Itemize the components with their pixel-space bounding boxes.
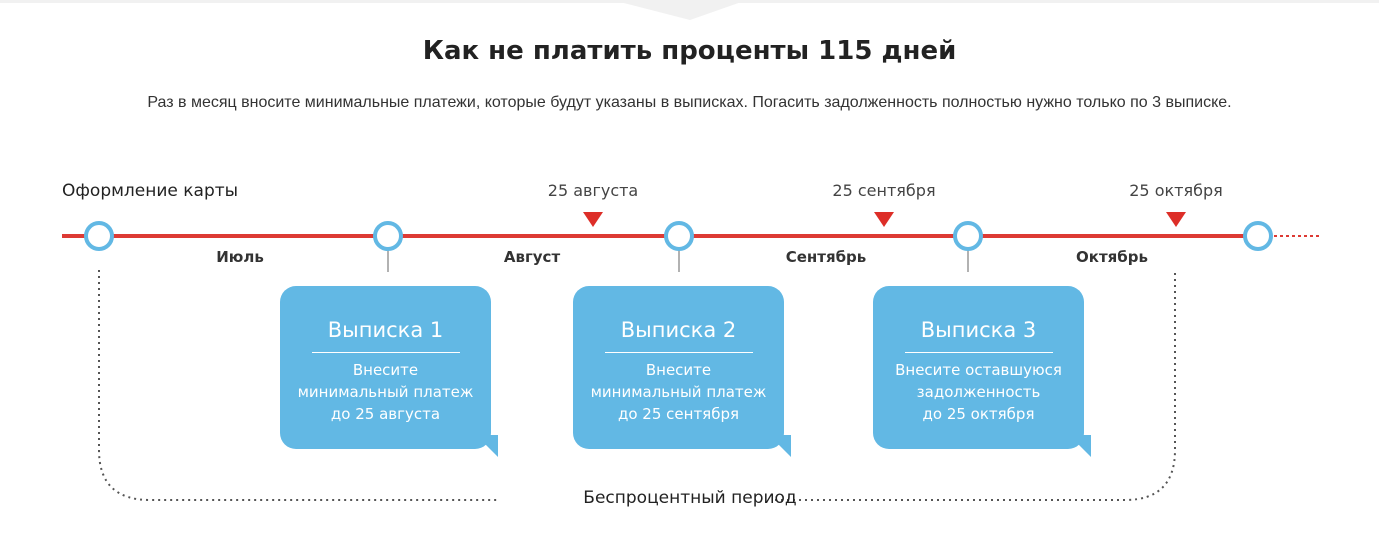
top-notch-shape [612, 0, 747, 20]
statement-bubble: Выписка 1 Внесите минимальный платеж до … [280, 286, 498, 457]
month-label: Октябрь [1076, 248, 1148, 266]
statement-bubble: Выписка 2 Внесите минимальный платеж до … [573, 286, 791, 457]
statement-divider [311, 352, 460, 353]
month-label: Июль [216, 248, 264, 266]
free-period-label: Беспроцентный период [583, 488, 797, 508]
free-period-bracket-left [98, 270, 500, 501]
statement-divider [904, 352, 1053, 353]
statement-line: Внесите оставшуюся [895, 361, 1062, 379]
statement-line: задолженность [916, 383, 1041, 401]
free-period-bracket-right [775, 270, 1176, 501]
due-date-marker [583, 212, 603, 227]
statement-divider [604, 352, 753, 353]
due-date-marker [1166, 212, 1186, 227]
due-date-label: 25 сентября [832, 181, 936, 200]
month-label: Сентябрь [785, 248, 867, 266]
timeline-node [953, 221, 983, 251]
statement-line: Внесите [352, 361, 419, 379]
due-date-label: 25 августа [547, 181, 639, 200]
statement-title: Выписка 2 [620, 318, 737, 342]
bubble-tail [1069, 435, 1091, 457]
statement-line: до 25 октября [922, 405, 1035, 423]
statement-line: до 25 августа [330, 405, 441, 423]
month-label: Август [503, 248, 561, 266]
timeline-node [373, 221, 403, 251]
due-date-marker [874, 212, 894, 227]
timeline-node [84, 221, 114, 251]
page-title: Как не платить проценты 115 дней [422, 36, 957, 66]
timeline-node [1243, 221, 1273, 251]
statement-bubble: Выписка 3 Внесите оставшуюся задолженнос… [873, 286, 1091, 457]
statement-line: минимальный платеж [297, 383, 474, 401]
page-subtitle: Раз в месяц вносите минимальные платежи,… [147, 94, 1232, 111]
timeline-node [664, 221, 694, 251]
bubble-tail [769, 435, 791, 457]
bubble-tail [476, 435, 498, 457]
statement-line: минимальный платеж [590, 383, 767, 401]
due-date-label: 25 октября [1129, 181, 1223, 200]
statement-line: Внесите [645, 361, 712, 379]
statement-title: Выписка 1 [327, 318, 444, 342]
statement-title: Выписка 3 [920, 318, 1037, 342]
card-issue-label: Оформление карты [62, 181, 239, 201]
statement-line: до 25 сентября [617, 405, 739, 423]
